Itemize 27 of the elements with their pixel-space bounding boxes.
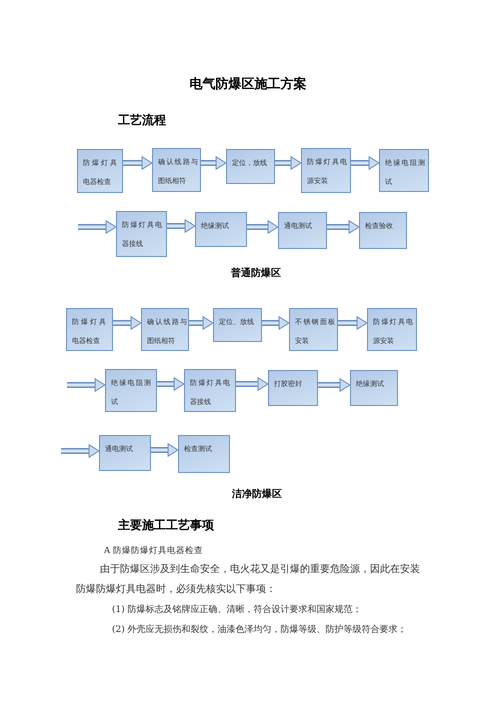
arrow [67, 378, 106, 392]
caption: 洁净防爆区 [232, 488, 282, 501]
arrow [327, 220, 360, 234]
caption: 普通防爆区 [231, 266, 281, 280]
arrow [151, 443, 178, 457]
section-heading: 工艺流程 [118, 112, 166, 129]
section-heading: 主要施工工艺事项 [118, 517, 214, 534]
arrow [201, 156, 226, 170]
title: 电气防爆区施工方案 [190, 75, 306, 93]
arrow [236, 377, 268, 391]
arrow [167, 219, 196, 233]
arrow [338, 316, 368, 330]
arrow [123, 156, 152, 170]
list-item: (2) 外壳应无损伤和裂纹，油漆色泽均匀，防爆等级、防护等级符合要求； [112, 624, 407, 637]
arrow [157, 377, 184, 391]
arrow [318, 378, 350, 392]
arrow [351, 156, 380, 170]
arrow [78, 220, 116, 234]
arrow [275, 156, 302, 170]
arrow [262, 316, 290, 330]
arrow [189, 316, 214, 330]
list-item: (1) 防爆标志及铭牌应正确、清晰，符合设计要求和国家规范； [112, 604, 362, 617]
arrow [61, 444, 100, 458]
subheading: A 防爆防爆灯具电器检查 [104, 545, 203, 557]
arrow [113, 316, 142, 330]
arrow [247, 220, 278, 234]
paragraph: 由于防爆区涉及到生命安全，电火花又是引爆的重要危险源，因此在安装防爆防爆灯具电器时，必须先核实以下事项： [76, 562, 421, 597]
